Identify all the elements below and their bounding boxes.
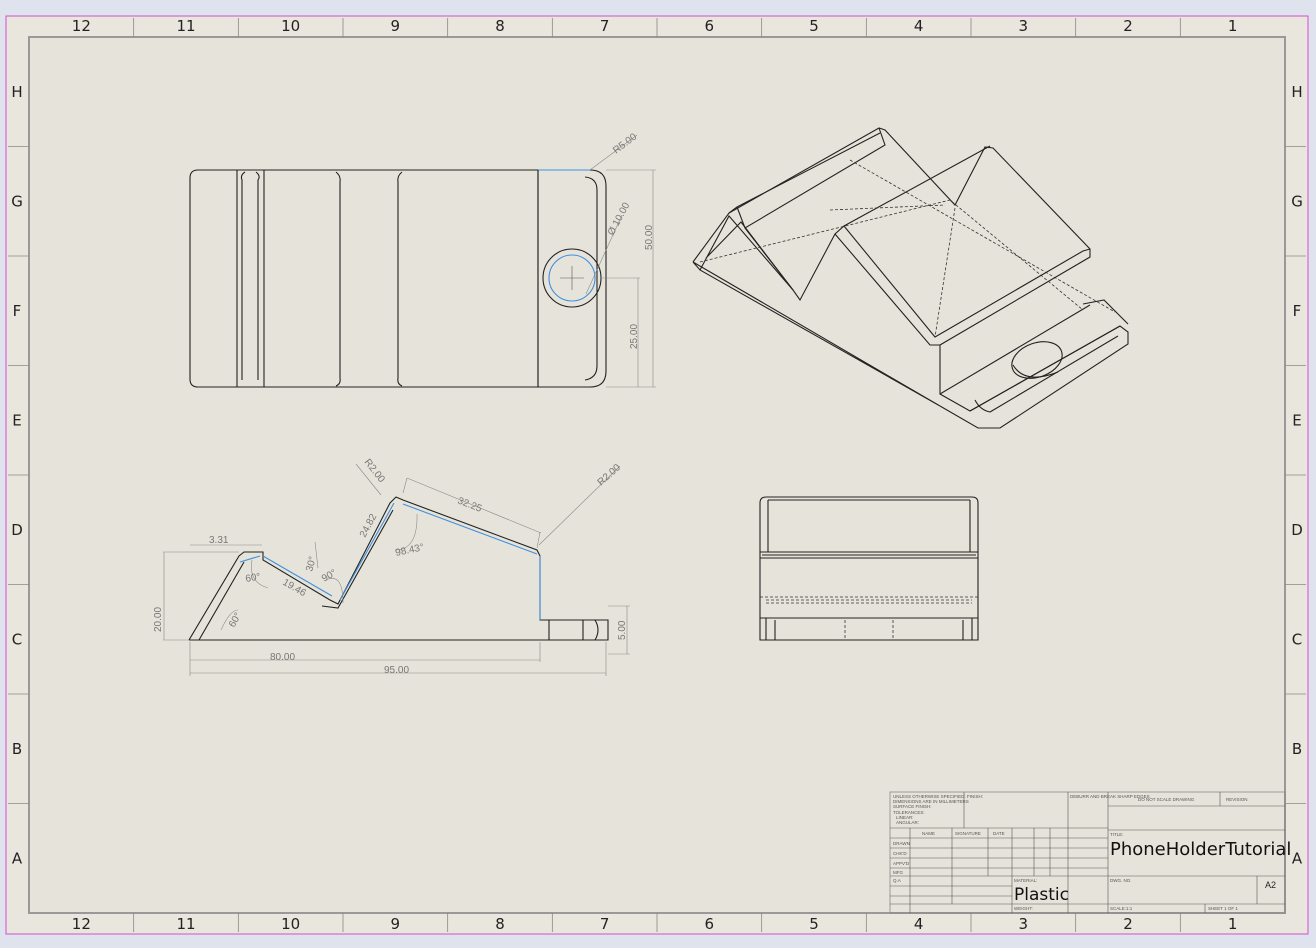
zone-col-top: 4 [914, 17, 924, 35]
side-view[interactable] [759, 496, 979, 641]
tb-finish: FINISH: [967, 794, 983, 799]
tb-dwgno-caption: DWG. NO. [1110, 878, 1132, 883]
dim-30-deg: 30° [304, 555, 319, 572]
zone-col-bottom: 9 [391, 915, 401, 933]
tb-drawn: DRAWN [893, 841, 910, 846]
zone-row-left: B [12, 740, 22, 758]
dim-80: 80.00 [270, 652, 295, 663]
isometric-view[interactable] [692, 127, 1129, 429]
zone-col-top: 7 [600, 17, 610, 35]
zone-row-right: H [1291, 83, 1302, 101]
zone-row-left: F [13, 302, 22, 320]
tb-weight: WEIGHT: [1014, 906, 1033, 911]
zone-row-left: C [12, 630, 22, 648]
zone-col-bottom: 10 [281, 915, 300, 933]
material-value: Plastic [1014, 885, 1069, 905]
dim-20: 20.00 [153, 607, 164, 632]
tb-material-caption: MATERIAL: [1014, 878, 1037, 883]
zone-col-bottom: 11 [176, 915, 195, 933]
zone-row-left: A [12, 849, 23, 867]
zone-col-top: 9 [391, 17, 401, 35]
zone-col-bottom: 12 [72, 915, 91, 933]
tb-mfg: MFG [893, 870, 903, 875]
tb-do-not-scale: DO NOT SCALE DRAWING [1138, 797, 1195, 802]
drawing-border [28, 36, 1286, 914]
dim-5: 5.00 [617, 620, 628, 640]
zone-row-right: A [1292, 849, 1303, 867]
zone-col-top: 1 [1228, 17, 1238, 35]
zone-col-bottom: 8 [495, 915, 505, 933]
zone-col-bottom: 7 [600, 915, 610, 933]
dim-60-lip: 60° [245, 571, 262, 584]
zone-col-bottom: 6 [705, 915, 715, 933]
tb-sheet: SHEET 1 OF 1 [1208, 906, 1238, 911]
zone-col-top: 8 [495, 17, 505, 35]
tb-unless-2: DIMENSIONS ARE IN MILLIMETERS [893, 799, 969, 804]
zone-row-left: G [11, 192, 23, 210]
tb-chkd: CHK'D [893, 851, 907, 856]
zone-row-right: D [1291, 521, 1303, 539]
zone-col-top: 5 [809, 17, 819, 35]
tb-title-caption: TITLE: [1110, 832, 1124, 837]
zone-row-left: H [11, 83, 22, 101]
dim-offset-25: 25.00 [629, 324, 640, 349]
zone-col-top: 10 [281, 17, 300, 35]
zone-col-bottom: 1 [1228, 915, 1238, 933]
tb-revision: REVISION [1226, 797, 1248, 802]
zone-row-right: F [1293, 302, 1302, 320]
zone-row-right: G [1291, 192, 1303, 210]
tb-unless-3: SURFACE FINISH: [893, 804, 932, 809]
dim-3-31: 3.31 [209, 535, 229, 546]
zone-col-top: 6 [705, 17, 715, 35]
tb-deburr: DEBURR AND BREAK SHARP EDGES [1070, 794, 1150, 799]
dim-width-50: 50.00 [644, 225, 655, 250]
drawing-title: PhoneHolderTutorial [1110, 839, 1291, 860]
zone-col-top: 12 [72, 17, 91, 35]
tb-unless-6: ANGULAR: [896, 820, 919, 825]
zone-row-left: E [12, 411, 21, 429]
zone-row-right: C [1292, 630, 1302, 648]
sheet-size: A2 [1265, 880, 1276, 890]
zone-col-bottom: 3 [1019, 915, 1029, 933]
tb-name-header: NAME [922, 831, 935, 836]
tb-sig-header: SIGNATURE [955, 831, 981, 836]
zone-col-top: 2 [1123, 17, 1133, 35]
zone-col-top: 3 [1019, 17, 1029, 35]
dim-95: 95.00 [384, 665, 409, 676]
tb-unless-4: TOLERANCES: [893, 810, 925, 815]
zone-row-right: B [1292, 740, 1302, 758]
zone-col-bottom: 4 [914, 915, 924, 933]
title-block: UNLESS OTHERWISE SPECIFIED: DIMENSIONS A… [889, 791, 1291, 914]
zone-row-left: D [11, 521, 23, 539]
tb-unless-1: UNLESS OTHERWISE SPECIFIED: [893, 794, 966, 799]
zone-col-top: 11 [176, 17, 195, 35]
zone-col-bottom: 5 [809, 915, 819, 933]
tb-qa: Q.A [893, 878, 901, 883]
tb-scale: SCALE:1:1 [1110, 906, 1133, 911]
zone-col-bottom: 2 [1123, 915, 1133, 933]
tb-unless-5: LINEAR: [896, 815, 914, 820]
tb-appvd: APPV'D [893, 861, 910, 866]
tb-date-header: DATE [993, 831, 1005, 836]
zone-row-right: E [1292, 411, 1301, 429]
